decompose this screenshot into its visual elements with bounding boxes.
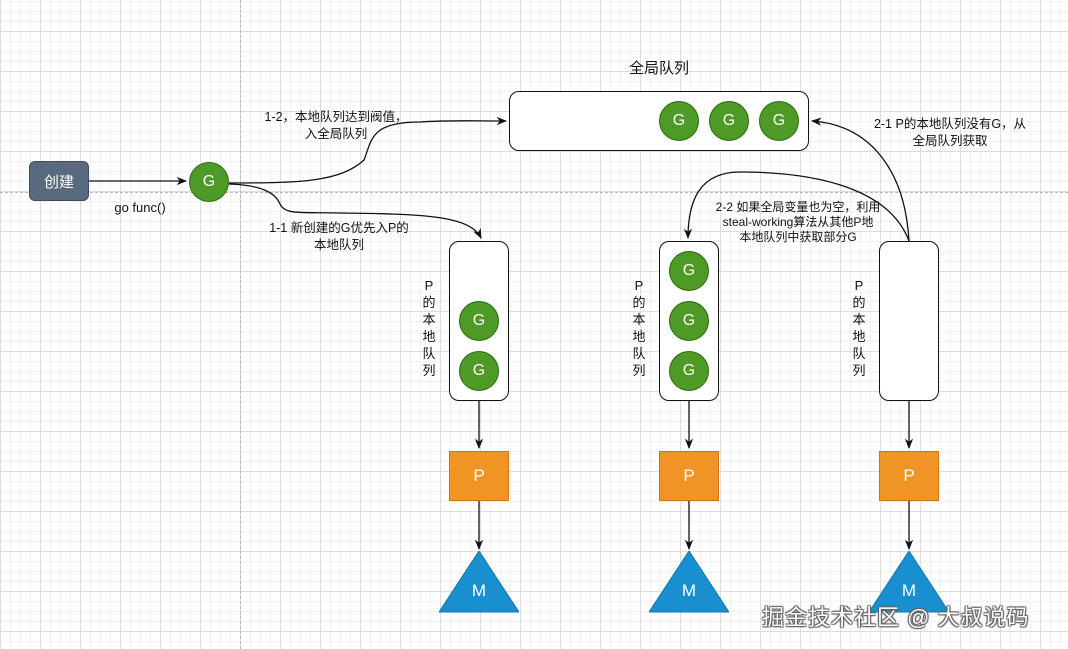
edge-label-line: 2-2 如果全局变量也为空，利用 [715, 200, 881, 214]
machine-label: M [471, 581, 487, 600]
processor-node-2[interactable]: P [659, 451, 719, 501]
label-char: 列 [632, 363, 646, 378]
local-queue-label: P 的 本 地 队 列 [631, 277, 647, 379]
edge-label-line: steal-working算法从其他P地 [722, 215, 874, 229]
local-queue-3[interactable] [879, 241, 939, 401]
label-char: 列 [422, 363, 436, 378]
goroutine-label: G [682, 312, 696, 329]
processor-label: P [903, 466, 915, 485]
machine-label: M [901, 581, 917, 600]
goroutine-label: G [772, 112, 786, 129]
local-queue-goroutine[interactable]: G [459, 301, 499, 341]
label-char: 地 [852, 329, 866, 344]
goroutine-label: G [472, 362, 486, 379]
edge-label-from-global-queue: 2-1 P的本地队列没有G，从 全局队列获取 [860, 116, 1040, 150]
label-char: 的 [422, 295, 436, 310]
local-queue-goroutine[interactable]: G [669, 251, 709, 291]
edge-steal-from-local-queue-3 [683, 171, 910, 242]
processor-node-3[interactable]: P [879, 451, 939, 501]
edge-g-to-local-queue-1 [228, 183, 482, 239]
label-char: P [854, 278, 864, 293]
label-char: 队 [852, 346, 866, 361]
new-goroutine-node[interactable]: G [189, 162, 229, 202]
goroutine-label: G [722, 112, 736, 129]
local-queue-goroutine[interactable]: G [669, 301, 709, 341]
create-node[interactable]: 创建 [29, 161, 89, 201]
edge-label-line: 本地队列中获取部分G [739, 230, 857, 244]
label-char: 队 [422, 346, 436, 361]
goroutine-label: G [202, 173, 216, 190]
label-char: 本 [422, 312, 436, 327]
local-queue-label: P 的 本 地 队 列 [421, 277, 437, 379]
global-queue-goroutine[interactable]: G [659, 101, 699, 141]
local-queue-goroutine[interactable]: G [669, 351, 709, 391]
label-char: 列 [852, 363, 866, 378]
edge-label-to-global-queue: 1-2，本地队列达到阀值， 入全局队列 [236, 109, 436, 143]
goroutine-label: G [672, 112, 686, 129]
processor-node-1[interactable]: P [449, 451, 509, 501]
label-char: 队 [632, 346, 646, 361]
local-queue-label: P 的 本 地 队 列 [851, 277, 867, 379]
label-char: 地 [422, 329, 436, 344]
edge-label-steal-working: 2-2 如果全局变量也为空，利用 steal-working算法从其他P地 本地… [708, 200, 888, 245]
triangle-shape [869, 551, 949, 613]
triangle-shape [439, 551, 519, 613]
machine-label: M [681, 581, 697, 600]
edge-label-to-local-queue: 1-1 新创建的G优先入P的 本地队列 [254, 220, 424, 254]
machine-node-2[interactable]: M [649, 551, 729, 613]
label-char: P [634, 278, 644, 293]
machine-node-3[interactable]: M [869, 551, 949, 613]
edge-label-line: 全局队列获取 [912, 134, 988, 148]
create-node-label: 创建 [43, 173, 74, 191]
edge-label-line: 本地队列 [313, 238, 364, 252]
edge-label-line: 1-1 新创建的G优先入P的 [269, 221, 409, 235]
grid-guide-horizontal [0, 192, 1068, 193]
go-func-label: go func() [114, 200, 166, 215]
processor-label: P [473, 466, 485, 485]
label-char: 的 [632, 295, 646, 310]
label-char: 本 [852, 312, 866, 327]
global-queue-goroutine[interactable]: G [709, 101, 749, 141]
processor-label: P [683, 466, 695, 485]
edge-local-queue-3-to-global-queue [810, 117, 910, 242]
grid-guide-vertical [240, 0, 241, 649]
edge-label-line: 2-1 P的本地队列没有G，从 [873, 117, 1027, 131]
goroutine-label: G [682, 262, 696, 279]
local-queue-goroutine[interactable]: G [459, 351, 499, 391]
goroutine-label: G [682, 362, 696, 379]
global-queue-title: 全局队列 [628, 60, 689, 77]
watermark: 掘金技术社区 @ 大叔说码 [762, 605, 1030, 630]
label-char: 地 [632, 329, 646, 344]
label-char: P [424, 278, 434, 293]
edge-label-line: 入全局队列 [304, 127, 368, 141]
label-char: 本 [632, 312, 646, 327]
triangle-shape [649, 551, 729, 613]
edge-g-to-global-queue [228, 116, 508, 184]
global-queue-goroutine[interactable]: G [759, 101, 799, 141]
edge-label-line: 1-2，本地队列达到阀值， [264, 110, 408, 124]
machine-node-1[interactable]: M [439, 551, 519, 613]
goroutine-label: G [472, 312, 486, 329]
label-char: 的 [852, 295, 866, 310]
